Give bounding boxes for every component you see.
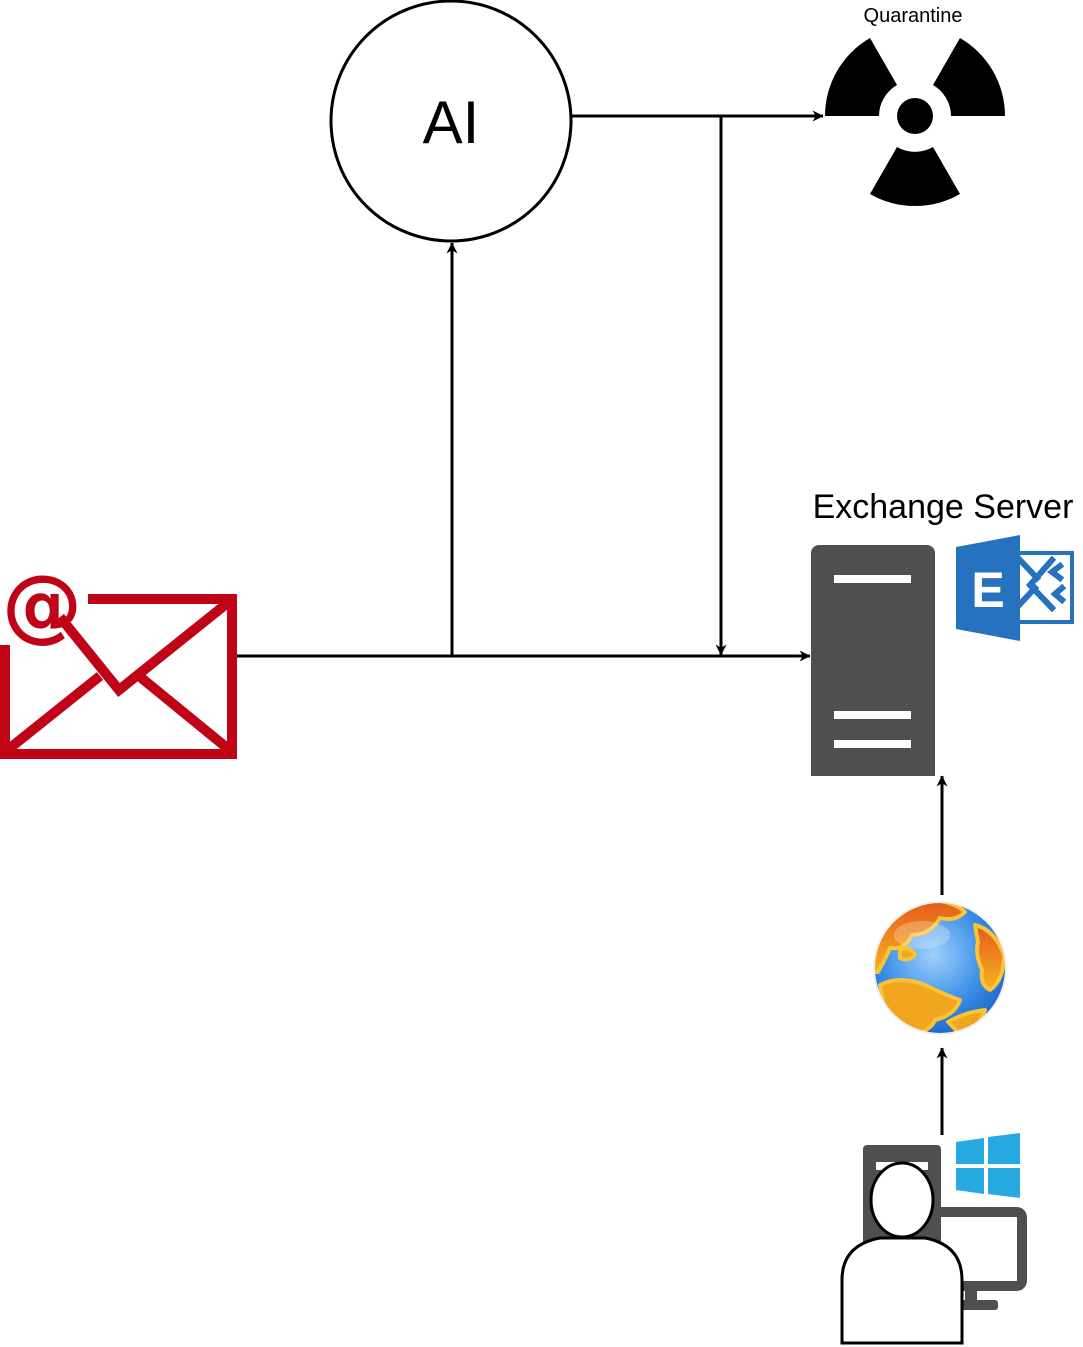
quarantine-node[interactable]: Quarantine <box>824 5 1006 207</box>
ai-circle <box>329 0 573 243</box>
globe-icon <box>873 901 1007 1035</box>
internet-node[interactable] <box>866 900 1007 1035</box>
quarantine-label: Quarantine <box>864 5 963 27</box>
ai-node[interactable]: AI <box>329 0 573 243</box>
windows-logo-icon <box>956 1133 1020 1198</box>
connectors <box>234 110 948 1135</box>
windows-user-workstation-icon <box>840 1145 1027 1345</box>
radiation-hazard-icon <box>824 38 1006 207</box>
email-node[interactable]: @ <box>0 558 237 759</box>
exchange-server-node[interactable]: Exchange Server E <box>811 488 1074 776</box>
email-at-symbol: @ <box>2 558 82 651</box>
exchange-logo-letter: E <box>971 562 1004 618</box>
user-workstation-node[interactable] <box>840 1133 1027 1345</box>
ai-label: AI <box>423 89 480 156</box>
exchange-logo-icon: E <box>956 535 1074 641</box>
email-envelope-icon <box>0 594 237 759</box>
exchange-server-label: Exchange Server <box>813 488 1074 526</box>
server-tower-icon <box>811 545 935 776</box>
